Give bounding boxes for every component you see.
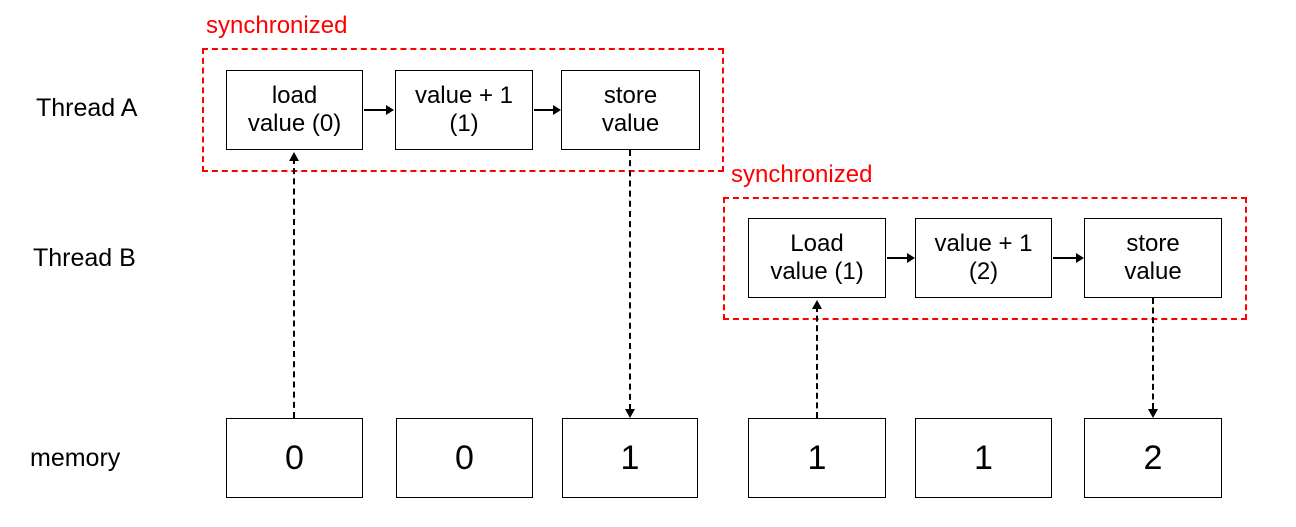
op-line: value — [601, 110, 660, 137]
synchronized-region-b — [723, 197, 1247, 320]
op-line: value + 1 — [934, 230, 1033, 257]
thread-b-load-box: Load value (1) — [748, 218, 886, 298]
synchronized-region-a — [202, 48, 724, 172]
arrow-a-load-to-increment — [364, 105, 394, 115]
memory-cell-3: 1 — [562, 418, 698, 498]
arrow-down-head — [1148, 409, 1158, 418]
memory-cell-5: 1 — [915, 418, 1052, 498]
thread-a-label: Thread A — [36, 94, 138, 122]
thread-a-increment-box: value + 1 (1) — [395, 70, 533, 150]
op-line: store — [603, 82, 658, 109]
memory-cell-6: 2 — [1084, 418, 1222, 498]
op-line: value (0) — [247, 110, 342, 137]
op-line: value — [1124, 258, 1182, 285]
thread-a-load-box: load value (0) — [226, 70, 363, 150]
arrow-down-head — [625, 409, 635, 418]
synchronized-label-b: synchronized — [731, 161, 873, 188]
op-line: load — [271, 82, 318, 109]
arrow-b-increment-to-store — [1053, 253, 1084, 263]
op-line: (2) — [968, 258, 999, 285]
op-line: value + 1 — [414, 82, 514, 109]
dashed-line — [816, 306, 818, 418]
op-line: (1) — [449, 110, 479, 137]
dashed-line — [1152, 298, 1154, 409]
thread-b-increment-box: value + 1 (2) — [915, 218, 1052, 298]
thread-b-store-box: store value — [1084, 218, 1222, 298]
op-line: store — [1126, 230, 1180, 257]
arrow-a-increment-to-store — [534, 105, 561, 115]
arrow-up-head — [289, 152, 299, 161]
memory-cell-4: 1 — [748, 418, 886, 498]
op-line: value (1) — [770, 258, 864, 285]
thread-a-store-box: store value — [561, 70, 700, 150]
synchronized-label-a: synchronized — [206, 12, 348, 39]
arrow-up-head — [812, 300, 822, 309]
memory-label: memory — [30, 444, 121, 472]
op-line: Load — [790, 230, 844, 257]
memory-cell-1: 0 — [226, 418, 363, 498]
memory-cell-2: 0 — [396, 418, 533, 498]
dashed-line — [629, 150, 631, 410]
thread-b-label: Thread B — [33, 244, 136, 272]
arrow-b-load-to-increment — [887, 253, 915, 263]
dashed-line — [293, 158, 295, 418]
